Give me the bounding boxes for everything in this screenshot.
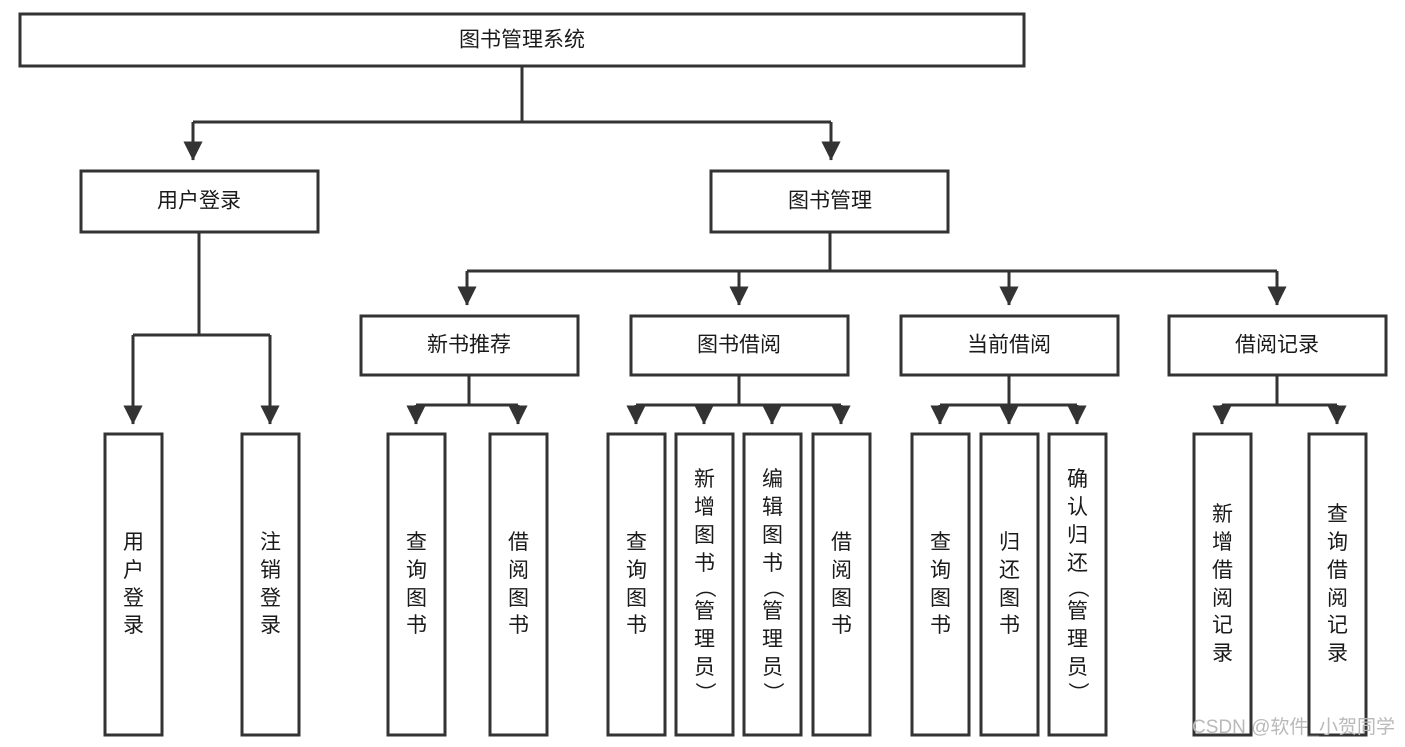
node-book-borrow-label: 图书借阅 xyxy=(697,334,781,357)
node-current-borrow[interactable]: 当前借阅 xyxy=(899,314,1120,377)
node-book-management[interactable]: 图书管理 xyxy=(709,169,950,234)
connector-record-to-leaves xyxy=(1212,375,1347,425)
connector-userlogin-to-leaves xyxy=(123,232,280,425)
connector-newbook-to-leaves xyxy=(406,375,528,425)
leaf-borrow-borrow[interactable] xyxy=(811,432,872,737)
node-user-login[interactable]: 用户登录 xyxy=(79,169,320,234)
node-new-book-recommend[interactable]: 新书推荐 xyxy=(359,314,580,377)
leaf-current-return[interactable] xyxy=(979,432,1040,737)
leaf-user-login-logout[interactable] xyxy=(240,432,301,737)
leaf-current-confirm-admin[interactable] xyxy=(1047,432,1108,737)
node-book-management-label: 图书管理 xyxy=(788,190,872,213)
node-root-system[interactable]: 图书管理系统 xyxy=(18,12,1026,68)
leaf-newbook-borrow[interactable] xyxy=(488,432,549,737)
node-borrow-record[interactable]: 借阅记录 xyxy=(1167,314,1388,377)
leaf-user-login-login[interactable] xyxy=(103,432,164,737)
leaf-borrow-query[interactable] xyxy=(606,432,667,737)
node-new-book-recommend-label: 新书推荐 xyxy=(427,334,511,357)
node-root-system-label: 图书管理系统 xyxy=(459,29,585,52)
leaf-record-query[interactable] xyxy=(1307,432,1368,737)
connector-bookmgmt-to-level3 xyxy=(457,232,1287,306)
leaf-record-add[interactable] xyxy=(1192,432,1253,737)
leaf-newbook-query[interactable] xyxy=(386,432,447,737)
node-user-login-label: 用户登录 xyxy=(157,190,241,213)
leaf-borrow-add-admin[interactable] xyxy=(674,432,735,737)
node-book-borrow[interactable]: 图书借阅 xyxy=(629,314,850,377)
connector-borrow-to-leaves xyxy=(626,375,851,425)
node-borrow-record-label: 借阅记录 xyxy=(1235,334,1319,357)
leaf-borrow-edit-admin[interactable] xyxy=(742,432,803,737)
leaf-current-query[interactable] xyxy=(910,432,971,737)
connector-current-to-leaves xyxy=(930,375,1087,425)
node-current-borrow-label: 当前借阅 xyxy=(967,334,1051,357)
connector-root-to-level2 xyxy=(183,66,841,161)
